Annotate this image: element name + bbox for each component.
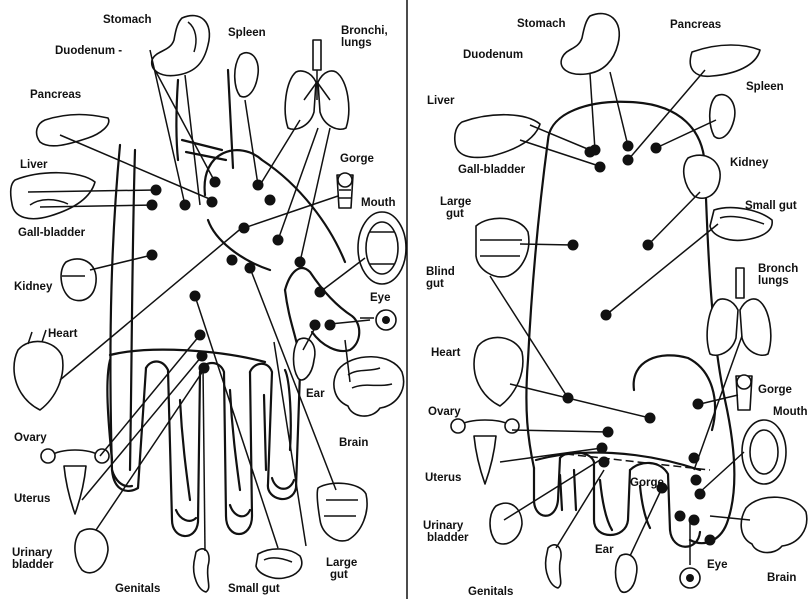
r-label-liver: Liver [427,95,455,107]
label-eye: Eye [370,292,390,304]
right-foot-panel: Stomach Pancreas Duodenum Liver Spleen G… [423,14,807,598]
r-pancreas-drawing [690,45,760,76]
stomach-drawing [152,16,210,76]
r-label-kidney: Kidney [730,157,769,169]
heart-drawing [14,330,63,410]
label-urinary-2: bladder [12,559,54,571]
r-label-gorge: Gorge [758,384,792,396]
label-uterus: Uterus [14,493,50,505]
label-gorge: Gorge [340,153,374,165]
ovary-uterus-drawing [41,449,109,514]
r-label-gorge-inner: Gorge [630,477,664,489]
genitals-drawing [194,549,209,592]
ear-drawing [294,338,315,380]
r-label-blind-gut-1: Blind [426,266,455,278]
r-label-stomach: Stomach [517,18,566,30]
kidney-drawing [61,259,96,301]
label-spleen: Spleen [228,27,266,39]
r-heart-drawing [474,337,523,406]
gorge-drawing [337,173,353,208]
r-kidney-drawing [684,155,720,198]
r-label-spleen: Spleen [746,81,784,93]
spleen-drawing [235,53,259,97]
label-gall-bladder: Gall-bladder [18,227,86,239]
r-label-brain: Brain [767,572,796,584]
r-label-duodenum: Duodenum [463,49,523,61]
r-label-mouth: Mouth [773,406,807,418]
urinary-bladder-drawing [75,529,108,573]
label-duodenum: Duodenum - [55,45,122,57]
r-brain-drawing [741,497,807,552]
r-label-blind-gut-2: gut [426,278,444,290]
r-mouth-drawing [742,420,786,484]
r-label-uterus: Uterus [425,472,461,484]
label-urinary-1: Urinary [12,547,53,559]
r-label-small-gut: Small gut [745,200,797,212]
r-label-genitals: Genitals [468,586,513,598]
hand-outline [107,70,359,536]
r-eye-drawing [680,568,700,588]
label-kidney: Kidney [14,281,53,293]
label-genitals: Genitals [115,583,160,595]
label-ovary: Ovary [14,432,47,444]
r-label-urinary-1: Urinary [423,520,464,532]
r-label-heart: Heart [431,347,461,359]
label-pancreas: Pancreas [30,89,81,101]
r-gorge-drawing [736,375,752,410]
r-label-bronchi-1: Bronch [758,263,798,275]
large-gut-drawing [317,483,367,541]
r-label-urinary-2: bladder [427,532,469,544]
mouth-drawing [358,212,406,284]
bronchi-lungs-drawing [285,40,349,129]
label-bronchi-1: Bronchi, [341,25,388,37]
label-brain: Brain [339,437,368,449]
r-label-ear: Ear [595,544,614,556]
r-stomach-drawing [561,14,619,75]
liver-drawing [11,173,95,219]
label-stomach: Stomach [103,14,152,26]
label-ear: Ear [306,388,325,400]
label-small-gut: Small gut [228,583,280,595]
label-large-gut-2: gut [330,569,348,581]
label-mouth: Mouth [361,197,395,209]
left-hand-panel: Stomach Duodenum - Spleen Bronchi, lungs… [11,14,406,595]
label-large-gut-1: Large [326,557,357,569]
label-heart: Heart [48,328,78,340]
r-label-eye: Eye [707,559,727,571]
r-small-gut-drawing [710,208,772,241]
r-label-gall-bladder: Gall-bladder [458,164,526,176]
label-bronchi-2: lungs [341,37,372,49]
r-label-ovary: Ovary [428,406,461,418]
r-spleen-drawing [710,95,735,139]
r-label-bronchi-2: lungs [758,275,789,287]
r-label-large-gut-2: gut [446,208,464,220]
r-liver-drawing [455,115,540,158]
label-liver: Liver [20,159,48,171]
r-label-pancreas: Pancreas [670,19,721,31]
brain-drawing [334,357,404,416]
r-ear-drawing [616,554,637,592]
r-urinary-bladder-drawing [490,503,522,544]
r-genitals-drawing [546,545,561,588]
r-label-large-gut-1: Large [440,196,471,208]
r-large-gut-drawing [476,218,529,277]
small-gut-drawing [256,549,302,578]
